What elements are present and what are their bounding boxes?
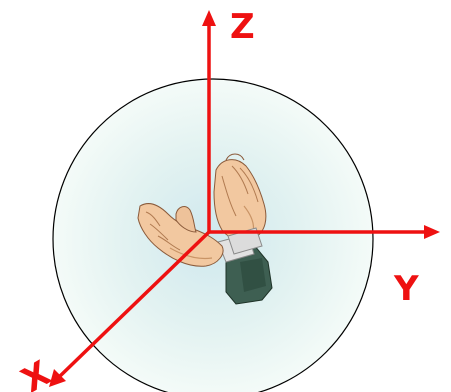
z-axis-label: Z [230, 7, 255, 47]
x-axis-label: X [15, 353, 58, 392]
y-axis-arrowhead [424, 225, 440, 239]
z-axis-arrowhead [202, 10, 216, 26]
y-axis-label: Y [393, 269, 419, 309]
sphere [53, 79, 373, 392]
